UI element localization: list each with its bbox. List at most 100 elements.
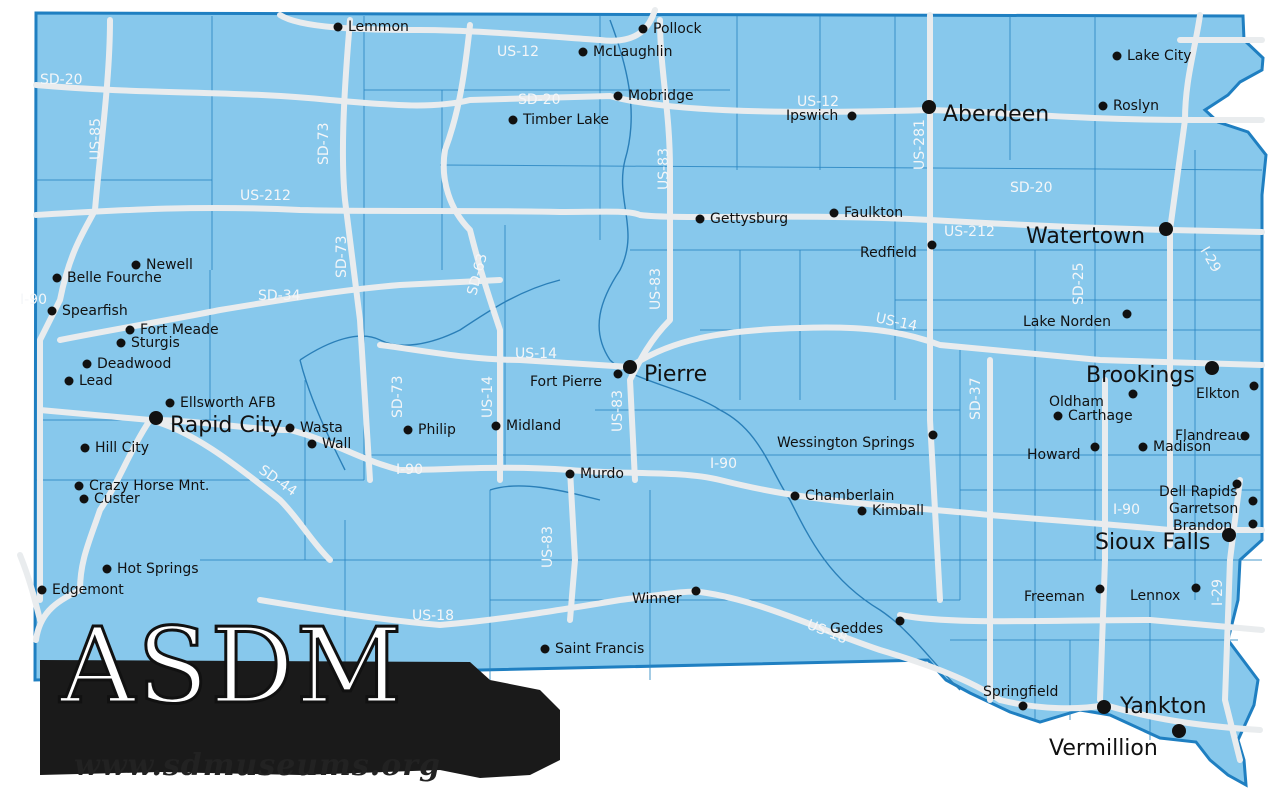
city-marker[interactable] [491,421,501,431]
city-marker[interactable] [333,22,343,32]
city-marker[interactable] [922,100,936,114]
city-label[interactable]: Deadwood [97,356,171,372]
city-marker[interactable] [80,443,90,453]
city-label[interactable]: Geddes [830,621,883,637]
city-label[interactable]: Pierre [644,362,707,387]
city-marker[interactable] [82,359,92,369]
city-label[interactable]: Howard [1027,447,1081,463]
city-label[interactable]: Midland [506,418,561,434]
website-url[interactable]: www.sdmuseums.org [74,748,441,783]
city-marker[interactable] [79,494,89,504]
city-label[interactable]: Vermillion [1049,736,1158,761]
city-label[interactable]: Aberdeen [943,102,1049,127]
city-marker[interactable] [1138,442,1148,452]
city-label[interactable]: Roslyn [1113,98,1159,114]
city-label[interactable]: Timber Lake [522,112,609,128]
city-label[interactable]: Pollock [653,21,703,37]
city-marker[interactable] [1090,442,1100,452]
city-label[interactable]: Garretson [1169,501,1238,517]
city-label[interactable]: Yankton [1119,694,1207,719]
city-marker[interactable] [847,111,857,121]
city-label[interactable]: Watertown [1026,224,1145,249]
city-label[interactable]: McLaughlin [593,44,672,60]
city-marker[interactable] [307,439,317,449]
city-label[interactable]: Winner [632,591,682,607]
city-label[interactable]: Sioux Falls [1095,530,1210,555]
city-marker[interactable] [131,260,141,270]
city-label[interactable]: Wessington Springs [777,435,915,451]
city-marker[interactable] [1172,724,1186,738]
city-label[interactable]: Fort Pierre [530,374,602,390]
city-marker[interactable] [1053,411,1063,421]
city-marker[interactable] [691,586,701,596]
city-label[interactable]: Wall [322,436,351,452]
city-marker[interactable] [613,91,623,101]
city-marker[interactable] [695,214,705,224]
city-marker[interactable] [47,306,57,316]
city-marker[interactable] [928,430,938,440]
city-label[interactable]: Custer [94,491,140,507]
city-label[interactable]: Freeman [1024,589,1085,605]
city-label[interactable]: Murdo [580,466,624,482]
city-marker[interactable] [149,411,163,425]
city-marker[interactable] [1191,583,1201,593]
city-marker[interactable] [285,423,295,433]
city-label[interactable]: Fort Meade [140,322,219,338]
city-label[interactable]: Brandon [1173,518,1232,534]
city-label[interactable]: Lake City [1127,48,1192,64]
city-marker[interactable] [1159,222,1173,236]
city-marker[interactable] [1122,309,1132,319]
city-marker[interactable] [1232,479,1242,489]
city-marker[interactable] [540,644,550,654]
city-marker[interactable] [1240,431,1250,441]
city-marker[interactable] [74,481,84,491]
city-label[interactable]: Ipswich [786,108,838,124]
city-label[interactable]: Springfield [983,684,1058,700]
city-label[interactable]: Edgemont [52,582,124,598]
city-marker[interactable] [52,273,62,283]
city-label[interactable]: Redfield [860,245,917,261]
city-label[interactable]: Saint Francis [555,641,644,657]
city-label[interactable]: Hill City [95,440,149,456]
city-marker[interactable] [1098,101,1108,111]
city-marker[interactable] [578,47,588,57]
city-label[interactable]: Gettysburg [710,211,788,227]
city-label[interactable]: Dell Rapids [1159,484,1238,500]
city-marker[interactable] [403,425,413,435]
city-marker[interactable] [1018,701,1028,711]
city-label[interactable]: Ellsworth AFB [180,395,276,411]
city-marker[interactable] [125,325,135,335]
city-label[interactable]: Lead [79,373,113,389]
city-marker[interactable] [37,585,47,595]
city-label[interactable]: Oldham [1049,394,1104,410]
city-marker[interactable] [1248,496,1258,506]
city-marker[interactable] [116,338,126,348]
city-marker[interactable] [1128,389,1138,399]
city-marker[interactable] [1097,700,1111,714]
city-marker[interactable] [1249,381,1259,391]
city-label[interactable]: Faulkton [844,205,903,221]
city-label[interactable]: Carthage [1068,408,1133,424]
city-marker[interactable] [638,24,648,34]
city-marker[interactable] [565,469,575,479]
city-marker[interactable] [927,240,937,250]
city-label[interactable]: Elkton [1196,386,1240,402]
city-marker[interactable] [829,208,839,218]
city-marker[interactable] [165,398,175,408]
city-marker[interactable] [1095,584,1105,594]
city-label[interactable]: Belle Fourche [67,270,162,286]
city-label[interactable]: Flandreau [1175,428,1245,444]
city-label[interactable]: Hot Springs [117,561,199,577]
city-marker[interactable] [790,491,800,501]
city-marker[interactable] [623,360,637,374]
city-label[interactable]: Mobridge [628,88,694,104]
city-label[interactable]: Lake Norden [1023,314,1111,330]
city-label[interactable]: Philip [418,422,456,438]
city-label[interactable]: Madison [1153,439,1211,455]
city-marker[interactable] [857,506,867,516]
city-label[interactable]: Sturgis [131,335,180,351]
city-marker[interactable] [508,115,518,125]
city-marker[interactable] [102,564,112,574]
city-label[interactable]: Rapid City [170,413,282,438]
city-marker[interactable] [1222,528,1236,542]
